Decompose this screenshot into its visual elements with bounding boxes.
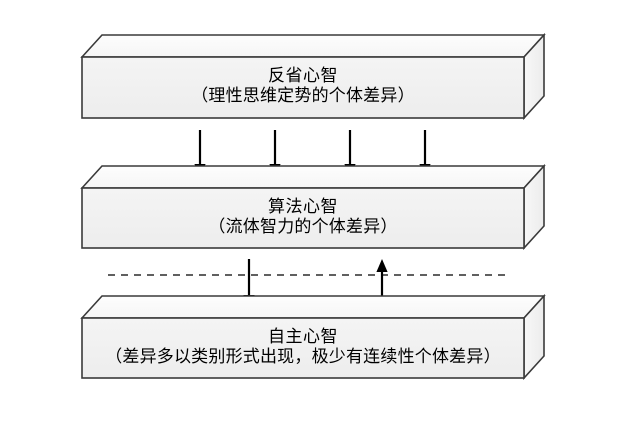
box-reflective-mind xyxy=(80,32,546,121)
box-algorithmic-mind-top-face xyxy=(80,165,546,189)
box-algorithmic-mind xyxy=(80,163,546,251)
box-autonomous-mind xyxy=(80,293,546,381)
box-autonomous-mind-front-face xyxy=(81,317,525,379)
box-reflective-mind-top-face xyxy=(80,34,546,58)
box-algorithmic-mind-front-face xyxy=(81,187,525,249)
box-autonomous-mind-top-face xyxy=(80,295,546,319)
box-reflective-mind-front-face xyxy=(81,56,525,119)
